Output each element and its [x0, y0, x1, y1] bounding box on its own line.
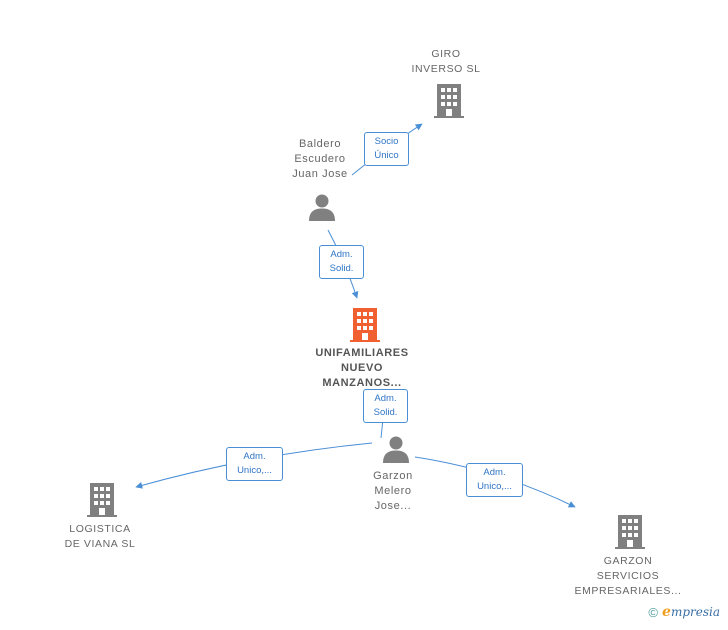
building-icon[interactable]: [434, 84, 464, 118]
node-label-garzon-servicios[interactable]: GARZON SERVICIOS EMPRESARIALES...: [574, 555, 682, 597]
copyright-symbol: ©: [648, 604, 659, 620]
edge-badge-adm-unico[interactable]: Adm. Unico,...: [226, 447, 283, 481]
brand-initial: e: [662, 604, 671, 620]
person-icon[interactable]: [308, 193, 336, 221]
node-label-unifamiliares[interactable]: UNIFAMILIARES NUEVO MANZANOS...: [315, 347, 409, 389]
building-icon[interactable]: [87, 483, 117, 517]
node-label-garzon-melero[interactable]: Garzon Melero Jose...: [373, 470, 413, 512]
empresia-watermark: © e mpresia: [648, 604, 720, 620]
node-label-giro-inverso[interactable]: GIRO INVERSO SL: [411, 48, 481, 75]
person-icon[interactable]: [382, 435, 410, 463]
edge-badge-adm-solid[interactable]: Adm. Solid.: [363, 389, 408, 423]
building-icon-main[interactable]: [350, 308, 380, 342]
node-label-logistica[interactable]: LOGISTICA DE VIANA SL: [64, 523, 136, 550]
edge-badge-adm-unico[interactable]: Adm. Unico,...: [466, 463, 523, 497]
brand-name: mpresia: [670, 605, 720, 619]
edge-badge-socio-unico[interactable]: Socio Único: [364, 132, 409, 166]
node-label-baldero[interactable]: Baldero Escudero Juan Jose: [292, 138, 348, 180]
building-icon[interactable]: [615, 515, 645, 549]
edge-badge-adm-solid[interactable]: Adm. Solid.: [319, 245, 364, 279]
